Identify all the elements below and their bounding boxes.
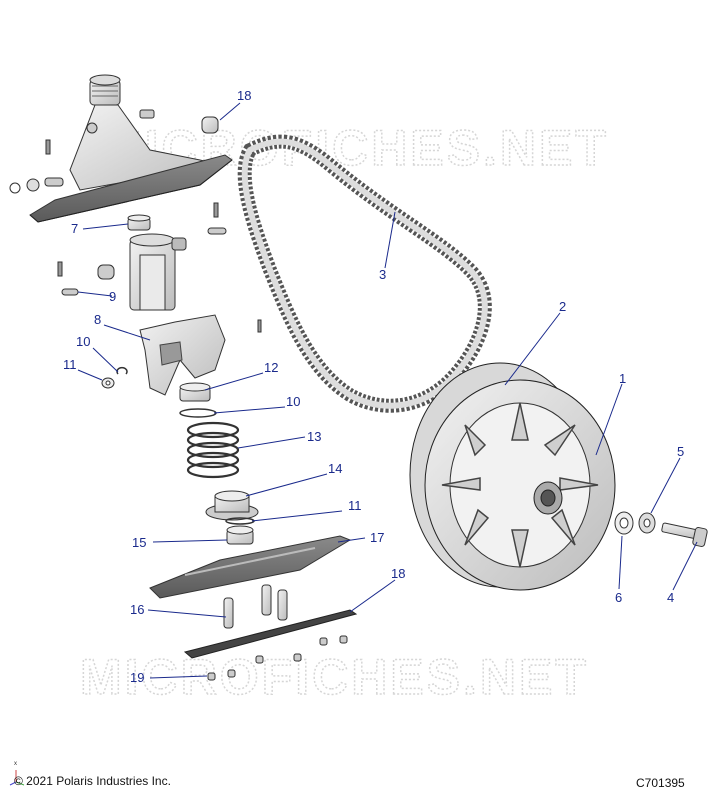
- spring-seat-part-14: [205, 490, 259, 521]
- ring-part-10: [179, 408, 217, 418]
- callout-18: 18: [391, 566, 405, 581]
- callout-11-right: 11: [348, 498, 362, 513]
- callout-19: 19: [130, 670, 144, 685]
- callout-12: 12: [264, 360, 278, 375]
- callout-1: 1: [619, 371, 626, 386]
- callout-leaders: [77, 102, 698, 679]
- figure-code: C701395: [636, 776, 685, 790]
- callout-15: 15: [132, 535, 146, 550]
- callout-4: 4: [667, 590, 674, 605]
- screws-part-19: [207, 635, 348, 681]
- spring-part-13: [186, 421, 240, 479]
- watermark-bottom: MICROFICHES.NET: [80, 649, 589, 705]
- drive-belt-part-3: [237, 134, 492, 413]
- callout-20: 18: [237, 88, 251, 103]
- callout-17: 17: [370, 530, 384, 545]
- fixed-sheave-assembly: [9, 74, 233, 223]
- bolts-part-16: [223, 584, 288, 629]
- axis-triad-icon: x: [9, 761, 25, 786]
- driven-clutch-part-2: [409, 362, 616, 591]
- callout-16: 16: [130, 602, 144, 617]
- washer-part-5: [638, 512, 656, 534]
- callout-8: 8: [94, 312, 101, 327]
- callout-10-right: 10: [286, 394, 300, 409]
- bolt-part-4: [661, 522, 708, 547]
- callout-7: 7: [71, 221, 78, 236]
- callout-labels: 18 7 9 8 10 11 12 10 13 14 11 15 17 16 1…: [63, 88, 684, 685]
- callout-10-left: 10: [76, 334, 90, 349]
- spider-part-8: [139, 314, 226, 396]
- washer-part-11-left: [101, 377, 115, 389]
- callout-13: 13: [307, 429, 321, 444]
- copyright-text: © 2021 Polaris Industries Inc.: [14, 774, 171, 788]
- gasket-part-18: [183, 609, 358, 659]
- callout-3: 3: [379, 267, 386, 282]
- washer-part-6: [614, 511, 634, 535]
- callout-2: 2: [559, 299, 566, 314]
- callout-11-left: 11: [63, 357, 77, 372]
- bushing-part-7: [127, 214, 151, 231]
- bushing-part-15: [226, 525, 254, 545]
- roller-part-20: [201, 116, 219, 134]
- clip-part-10-left: [116, 366, 128, 375]
- callout-14: 14: [328, 461, 342, 476]
- axis-label: x: [14, 761, 17, 767]
- moveable-shaft: [57, 202, 262, 333]
- cover-plate-part-17: [149, 535, 352, 599]
- bushing-part-12: [179, 382, 211, 402]
- callout-6: 6: [615, 590, 622, 605]
- callout-5: 5: [677, 444, 684, 459]
- callout-9: 9: [109, 289, 116, 304]
